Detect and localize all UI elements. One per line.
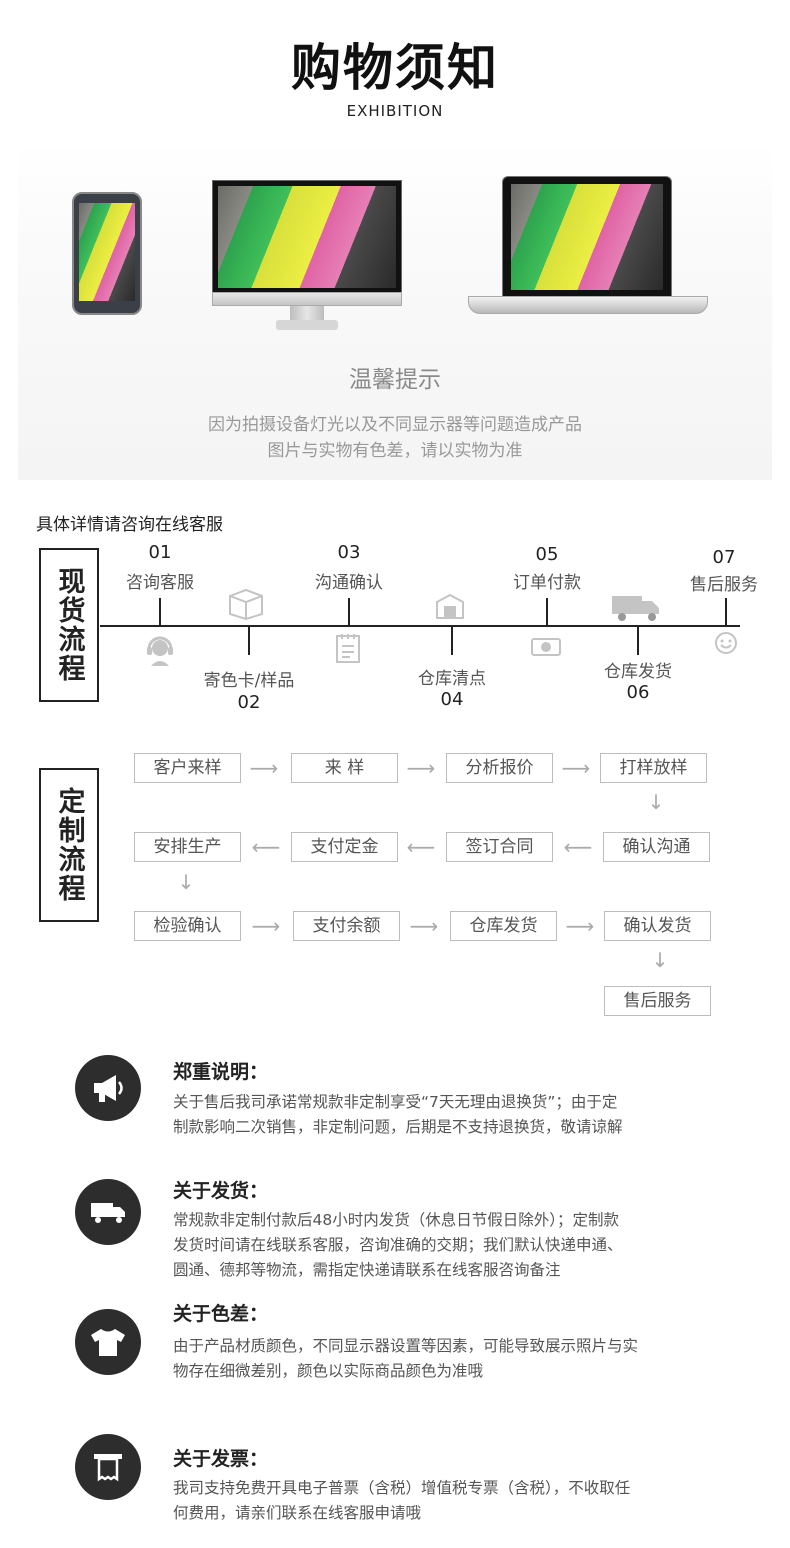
notice-1-title: 郑重说明： (173, 1061, 269, 1083)
notice-3-title: 关于色差： (173, 1303, 269, 1325)
laptop-lid (502, 176, 672, 298)
arrow-right-icon: ⟶ (409, 914, 439, 938)
step-07-number: 07 (712, 547, 736, 568)
spot-process-label: 现货流程 (39, 548, 99, 702)
custom-process-label: 定制流程 (39, 768, 99, 922)
step-04-number: 04 (440, 689, 464, 710)
monitor-neck (290, 306, 324, 322)
monitor-image (212, 180, 402, 332)
tip-title: 温馨提示 (349, 367, 441, 393)
megaphone-icon (75, 1055, 141, 1121)
arrow-down-icon: ↓ (177, 870, 195, 894)
flow-box-r3-1: 检验确认 (134, 911, 241, 941)
notice-2-text: 常规款非定制付款后48小时内发货（休息日节假日除外）；定制款发货时间请在线联系客… (173, 1211, 623, 1279)
step-06-label: 仓库发货 (604, 662, 672, 682)
page-subtitle: EXHIBITION (346, 102, 444, 120)
step-07-label: 售后服务 (690, 575, 758, 595)
step-03-number: 03 (337, 542, 361, 563)
laptop-screen (511, 184, 663, 290)
arrow-right-icon: ⟶ (561, 756, 591, 780)
step-03-label: 沟通确认 (315, 573, 383, 593)
arrow-down-icon: ↓ (647, 790, 665, 814)
monitor-bezel (212, 180, 402, 294)
step-05-label: 订单付款 (513, 573, 581, 593)
arrow-right-icon: ⟶ (565, 914, 595, 938)
notepad-icon (328, 632, 368, 670)
laptop-image (468, 176, 708, 318)
tip-line-2: 图片与实物有色差，请以实物为准 (267, 441, 523, 461)
monitor-chin (212, 292, 402, 306)
tshirt-icon (75, 1309, 141, 1375)
notice-2-title: 关于发货： (173, 1180, 269, 1202)
step-03-tick (348, 598, 350, 626)
package-icon (226, 586, 266, 626)
headset-icon (140, 632, 180, 674)
flow-box-r1-4: 打样放样 (600, 753, 707, 783)
truck-icon (608, 590, 659, 628)
monitor-screen (218, 186, 396, 288)
money-icon (526, 634, 566, 666)
arrow-right-icon: ⟶ (251, 914, 281, 938)
arrow-right-icon: ⟶ (249, 756, 279, 780)
step-06-number: 06 (626, 682, 650, 703)
step-02-number: 02 (237, 692, 261, 713)
flow-box-r2-2: 支付定金 (291, 832, 398, 862)
tip-line-1: 因为拍摄设备灯光以及不同显示器等问题造成产品 (208, 415, 582, 435)
step-04-label: 仓库清点 (418, 669, 486, 689)
step-02-tick (248, 627, 250, 655)
smile-icon (706, 630, 746, 662)
flow-box-r1-2: 来 样 (291, 753, 398, 783)
consult-note: 具体详情请咨询在线客服 (36, 515, 223, 535)
flow-box-final: 售后服务 (604, 986, 711, 1016)
step-05-tick (546, 598, 548, 626)
phone-image (72, 192, 142, 315)
notice-3-text: 由于产品材质颜色，不同显示器设置等因素，可能导致展示照片与实物存在细微差别，颜色… (173, 1337, 639, 1380)
warehouse-icon (430, 592, 470, 626)
monitor-stand (276, 320, 338, 330)
step-01-label: 咨询客服 (126, 573, 194, 593)
timeline-line (100, 625, 740, 627)
receipt-icon (75, 1434, 141, 1500)
flow-box-r3-3: 仓库发货 (450, 911, 557, 941)
step-04-tick (451, 627, 453, 655)
notice-4-text: 我司支持免费开具电子普票（含税）增值税专票（含税），不收取任何费用，请亲们联系在… (173, 1479, 631, 1522)
step-05-number: 05 (535, 544, 559, 565)
step-07-tick (725, 598, 727, 626)
flow-box-r2-1: 安排生产 (134, 832, 241, 862)
notice-1-text: 关于售后我司承诺常规款非定制享受“7天无理由退换货”；由于定制款影响二次销售，非… (173, 1093, 623, 1136)
flow-box-r1-1: 客户来样 (134, 753, 241, 783)
flow-box-r3-2: 支付余额 (293, 911, 400, 941)
arrow-left-icon: ⟵ (251, 835, 281, 859)
flow-box-r3-4: 确认发货 (604, 911, 711, 941)
step-06-tick (637, 627, 639, 655)
flow-box-r2-4: 确认沟通 (603, 832, 710, 862)
arrow-right-icon: ⟶ (406, 756, 436, 780)
arrow-down-icon: ↓ (651, 948, 669, 972)
step-02-label: 寄色卡/样品 (203, 671, 295, 691)
step-01-number: 01 (148, 542, 172, 563)
arrow-left-icon: ⟵ (563, 835, 593, 859)
laptop-base (468, 296, 708, 314)
truck-icon (75, 1179, 141, 1245)
flow-box-r1-3: 分析报价 (446, 753, 553, 783)
flow-box-r2-3: 签订合同 (446, 832, 553, 862)
notice-4-title: 关于发票： (173, 1448, 269, 1470)
page-title: 购物须知 (291, 39, 499, 97)
phone-screen (79, 203, 135, 301)
step-01-tick (159, 598, 161, 626)
arrow-left-icon: ⟵ (406, 835, 436, 859)
